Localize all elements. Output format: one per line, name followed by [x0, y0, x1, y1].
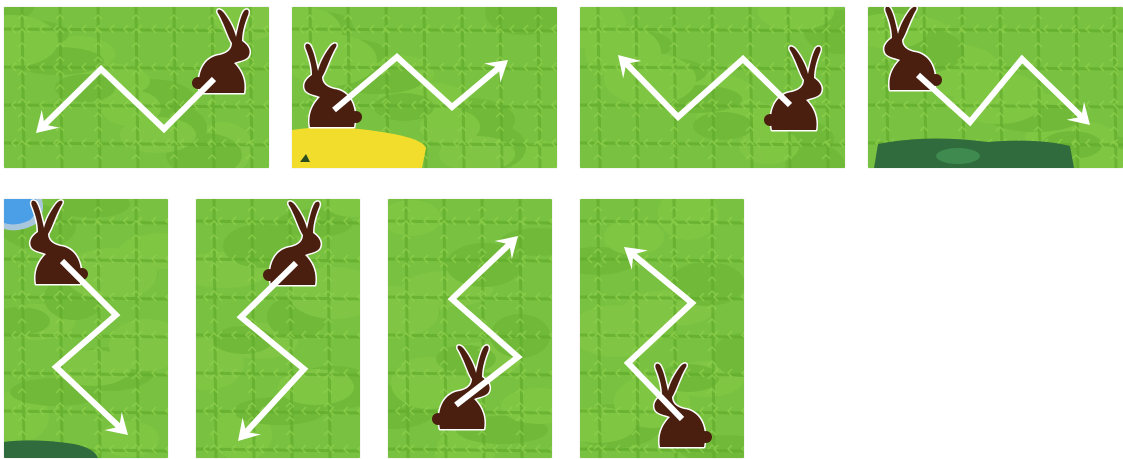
tile-board [196, 199, 360, 458]
tile-board [4, 199, 168, 458]
rabbit-path-card[interactable] [580, 199, 744, 458]
tile-board [580, 199, 744, 458]
rabbit-path-card[interactable] [4, 7, 269, 168]
rabbit-path-card[interactable] [868, 7, 1123, 168]
rabbit-path-card[interactable] [4, 199, 168, 458]
tile-board [4, 7, 269, 168]
tile-board [868, 7, 1123, 168]
rabbit-path-card[interactable] [580, 7, 845, 168]
rabbit-path-card[interactable] [196, 199, 360, 458]
tile-board [292, 7, 557, 168]
rabbit-path-card[interactable] [388, 199, 552, 458]
rabbit-path-card[interactable] [292, 7, 557, 168]
tile-board [580, 7, 845, 168]
tile-board [388, 199, 552, 458]
